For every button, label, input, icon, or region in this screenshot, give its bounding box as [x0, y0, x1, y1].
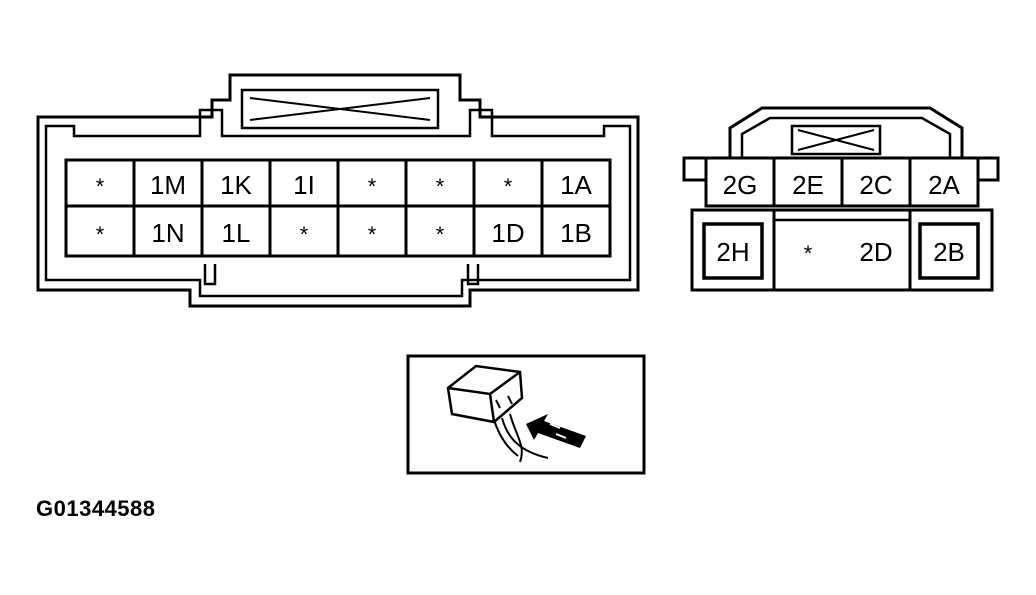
connector-1-pin-label: * — [368, 222, 377, 247]
connector-1-pin-label: 1D — [491, 218, 524, 248]
connector-1-bottom-notch-right — [466, 264, 480, 286]
connector-2-hood-inner — [740, 116, 952, 158]
connector-1-pin-label: 1K — [220, 170, 252, 200]
connector-1-housing — [36, 73, 640, 308]
connector-2-pin-label: 2C — [859, 170, 892, 200]
probe-terminal — [495, 395, 513, 409]
connector-1-pin-label: * — [96, 222, 105, 247]
connector-1-latch — [240, 88, 440, 130]
connector-1-inner-outline — [44, 108, 632, 298]
connector-1-pin-label: 1I — [293, 170, 315, 200]
connector-2-pin-label: 2G — [723, 170, 758, 200]
connector-2-pin-label: 2H — [716, 237, 749, 267]
connector-2-right-tab — [978, 156, 1000, 182]
connector-2-bottom-row: 2H * 2D 2B — [716, 237, 965, 267]
connector-1-pin-label: 1L — [222, 218, 251, 248]
connector-2-pin-label: 2E — [792, 170, 824, 200]
probe-connector-edge — [447, 370, 521, 423]
connector-2-pin-label: 2A — [928, 170, 960, 200]
connector-2-pin-label: * — [804, 241, 813, 266]
connector-1-pin-label: * — [504, 174, 513, 199]
connector-1-pin-label: 1A — [560, 170, 592, 200]
connector-1-bottom-row: * 1N 1L * * * 1D 1B — [96, 218, 592, 248]
connector-2-boxed-pin-2h — [702, 222, 764, 280]
probe-arrow-icon — [526, 414, 586, 448]
connector-2 — [682, 106, 1000, 292]
connector-1-pin-label: * — [96, 174, 105, 199]
figure-id: G01344588 — [36, 496, 156, 521]
connector-1 — [36, 73, 640, 308]
connector-1-pin-label: * — [436, 174, 445, 199]
connector-1-pin-label: 1N — [151, 218, 184, 248]
probe-inset — [406, 354, 646, 475]
connector-1-bottom-notch-left — [203, 264, 217, 286]
probe-arrow-hatch — [549, 423, 567, 439]
probe-inset-frame — [406, 354, 646, 475]
connector-2-hood — [728, 106, 964, 158]
connector-2-lower-body — [690, 208, 994, 292]
connector-2-boxed-pin-2b — [918, 222, 980, 280]
connector-1-pin-label: * — [300, 222, 309, 247]
connector-1-pin-label: 1B — [560, 218, 592, 248]
connector-2-pin-label: 2B — [933, 237, 965, 267]
connector-1-pin-label: * — [368, 174, 377, 199]
connector-1-pin-label: 1M — [150, 170, 186, 200]
probe-wires — [493, 413, 549, 463]
connector-1-latch-cross — [249, 97, 431, 121]
connector-2-left-tab — [682, 156, 706, 182]
connector-2-pin-label: 2D — [859, 237, 892, 267]
connector-2-latch — [790, 124, 882, 156]
connector-2-top-row: 2G 2E 2C 2A — [723, 170, 961, 200]
connector-1-pin-label: * — [436, 222, 445, 247]
connector-1-top-row: * 1M 1K 1I * * * 1A — [96, 170, 593, 200]
connector-2-latch-cross — [797, 129, 875, 151]
